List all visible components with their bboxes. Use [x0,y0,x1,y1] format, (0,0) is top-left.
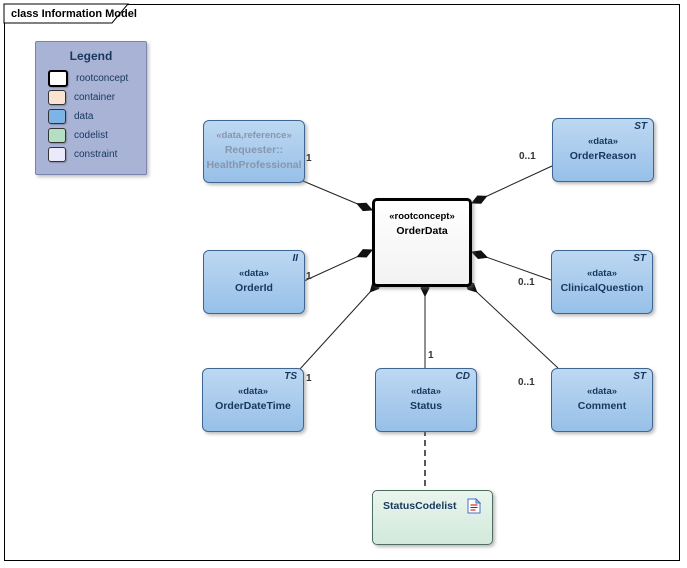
diagram-title: class Information Model [11,8,137,20]
stereotype-label: «data» [586,268,618,280]
type-tag: TS [284,371,297,382]
stereotype-label: «data,reference» [216,129,292,141]
node-orderreason[interactable]: ST «data» OrderReason [552,118,654,182]
multiplicity-label: 1 [306,153,312,164]
legend: Legend rootconcept container data codeli… [35,41,147,175]
node-name: Comment [577,400,627,412]
title-tab [3,3,130,24]
node-comment[interactable]: ST «data» Comment [551,368,653,432]
connector-orderreason [472,165,553,203]
multiplicity-label: 0..1 [518,277,535,288]
node-clinicalquestion[interactable]: ST «data» ClinicalQuestion [551,250,653,314]
legend-item-codelist: codelist [36,126,146,145]
connector-clinicalquestion [472,252,552,281]
node-requester-healthprofessional[interactable]: «data,reference» Requester:: HealthProfe… [203,120,305,183]
multiplicity-label: 1 [306,373,312,384]
document-icon [467,497,481,519]
stereotype-label: «data» [238,268,270,280]
node-name: StatusCodelist [383,500,457,512]
multiplicity-label: 0..1 [519,151,536,162]
legend-item-container: container [36,88,146,107]
legend-label: constraint [74,149,118,160]
legend-title: Legend [69,49,113,63]
stereotype-label: «rootconcept» [389,211,455,222]
legend-label: rootconcept [76,73,129,84]
multiplicity-label: 0..1 [518,377,535,388]
stereotype-label: «data» [410,386,442,398]
type-tag: CD [455,371,470,382]
stereotype-label: «data» [587,136,619,148]
node-name: HealthProfessional [206,159,302,172]
node-name: OrderReason [569,150,637,162]
constraint-swatch [48,147,66,162]
legend-label: data [74,111,94,122]
rootconcept-swatch [48,70,68,87]
legend-label: container [74,92,116,103]
data-swatch [48,109,66,124]
container-swatch [48,90,66,105]
type-tag: II [292,253,298,264]
type-tag: ST [633,371,646,382]
legend-label: codelist [74,130,108,141]
multiplicity-label: 1 [428,350,434,361]
legend-item-rootconcept: rootconcept [36,69,146,88]
type-tag: ST [633,253,646,264]
node-statuscodelist[interactable]: StatusCodelist [372,490,493,545]
legend-item-data: data [36,107,146,126]
type-tag: ST [634,121,647,132]
node-name: ClinicalQuestion [560,282,644,294]
node-name: Status [409,400,443,412]
codelist-swatch [48,128,66,143]
connector-requester [302,180,372,210]
node-status[interactable]: CD «data» Status [375,368,477,432]
node-name: OrderData [396,224,448,237]
legend-item-constraint: constraint [36,145,146,164]
stereotype-label: «data» [237,386,269,398]
node-orderdata[interactable]: «rootconcept» OrderData [372,198,472,287]
node-orderid[interactable]: II «data» OrderId [203,250,305,314]
node-name: OrderDateTime [215,400,291,412]
multiplicity-label: 1 [306,271,312,282]
connector-comment [465,281,559,369]
node-orderdatetime[interactable]: TS «data» OrderDateTime [202,368,304,432]
node-name: Requester:: [224,143,284,156]
connector-orderdatetime [299,280,381,370]
stereotype-label: «data» [586,386,618,398]
connector-orderid [303,250,372,282]
node-name: OrderId [235,282,273,294]
